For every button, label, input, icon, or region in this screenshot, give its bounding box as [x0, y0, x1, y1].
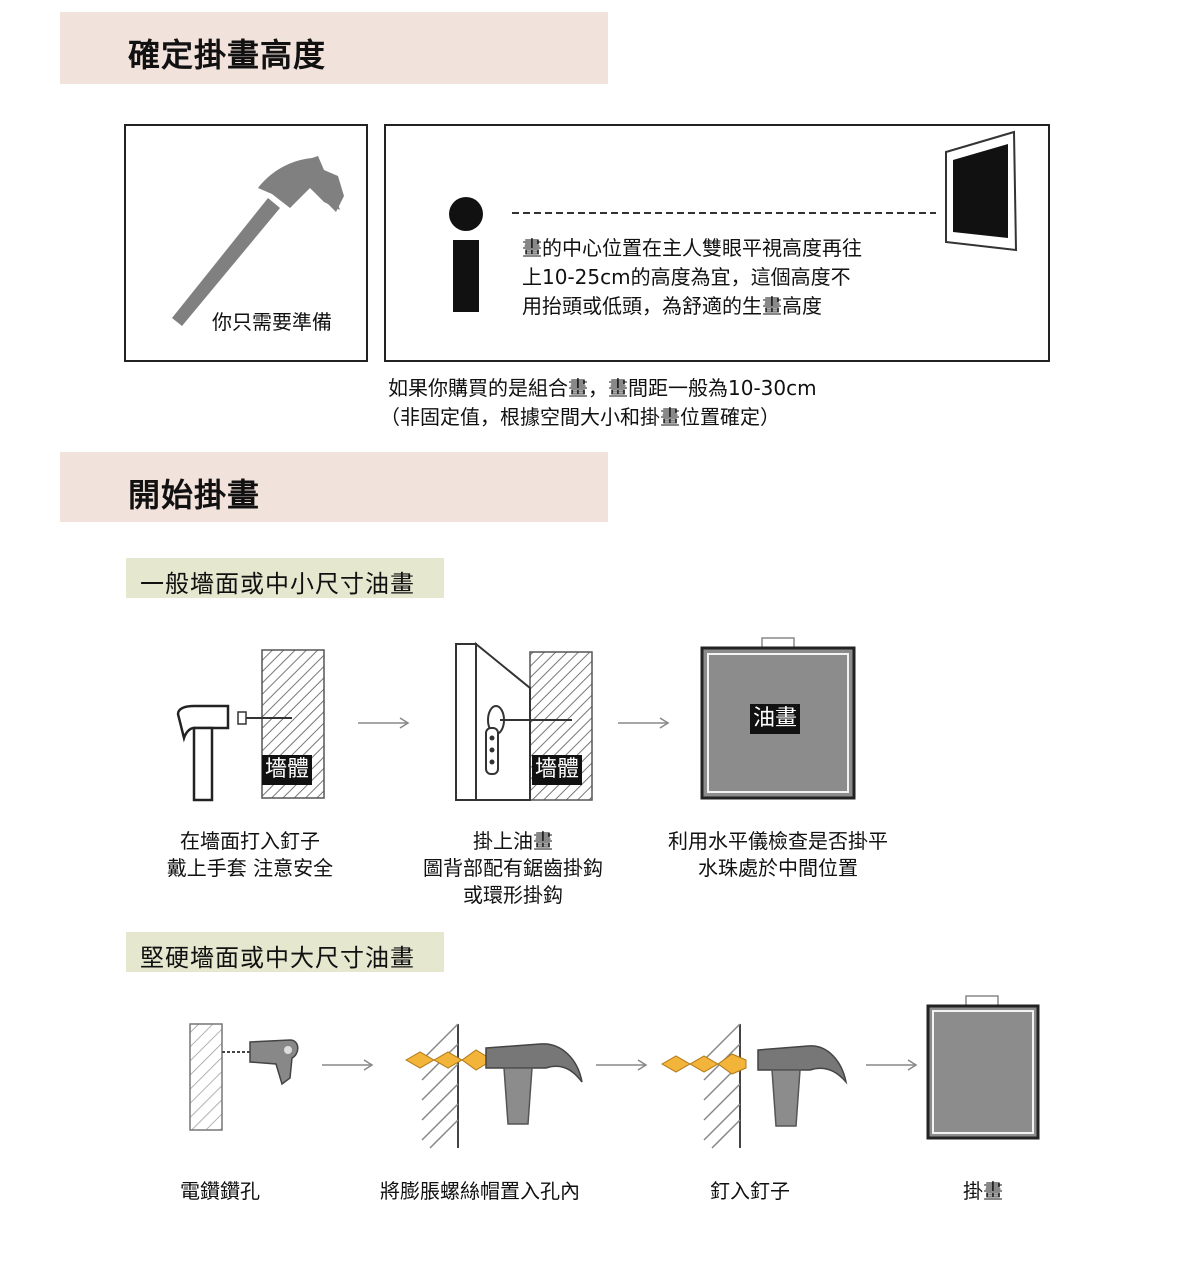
- info-icon: [449, 197, 483, 312]
- hammer-icon: [172, 156, 344, 326]
- arrow-right-icon: [322, 1059, 374, 1071]
- step2-caption: 掛上油畫 圖背部配有鋸齒掛鈎 或環形掛鈎: [398, 828, 628, 909]
- section-header-hanging: [60, 452, 608, 522]
- step1-caption-line-1: 在墻面打入釘子: [180, 829, 320, 853]
- subheader-general: [126, 558, 444, 598]
- arrow-right-icon: [866, 1059, 918, 1071]
- prepare-label: 你只需要準備: [212, 310, 332, 334]
- step3-caption-line-1: 利用水平儀檢查是否掛平: [668, 829, 888, 853]
- subheader-hard-title: 堅硬墻面或中大尺寸油畫: [140, 944, 415, 972]
- step1-caption-line-2: 戴上手套 注意安全: [166, 856, 334, 880]
- info-line-2: 上10-25cm的高度為宜，這個高度不: [522, 265, 851, 289]
- hard-step2-label: 將膨脹螺絲帽置入孔內: [380, 1179, 580, 1203]
- step2-caption-line-3: 或環形掛鈎: [463, 883, 563, 907]
- wall-anchor-icon: [404, 1023, 583, 1149]
- info-box: [384, 124, 1050, 362]
- step2-caption-line-2: 圖背部配有鋸齒掛鈎: [423, 856, 603, 880]
- section-title-hanging: 開始掛畫: [128, 476, 261, 514]
- section-title-height: 確定掛畫高度: [128, 36, 327, 74]
- step1-caption: 在墻面打入釘子 戴上手套 注意安全: [140, 828, 360, 882]
- picture-frame-icon: [945, 130, 1018, 252]
- group-note-line-1: 如果你購買的是組合畫，畫間距一般為10-30cm: [388, 376, 817, 400]
- step3-caption: 利用水平儀檢查是否掛平 水珠處於中間位置: [648, 828, 908, 882]
- info-line-3: 用抬頭或低頭，為舒適的生畫高度: [522, 294, 822, 318]
- hard-step4-label: 掛畫: [963, 1179, 1003, 1203]
- wall-label-2: 墻體: [532, 755, 583, 785]
- hard-step1-label: 電鑽鑽孔: [180, 1179, 260, 1203]
- drill-icon: [189, 1023, 299, 1131]
- hung-painting-final: [926, 995, 1040, 1140]
- arrow-right-icon: [618, 717, 670, 729]
- step2-caption-line-1: 掛上油畫: [473, 829, 553, 853]
- arrow-right-icon: [358, 717, 410, 729]
- subheader-general-title: 一般墻面或中小尺寸油畫: [140, 570, 415, 598]
- wall-label-1: 墻體: [262, 755, 313, 785]
- hard-step3-label: 釘入釘子: [710, 1179, 790, 1203]
- nail-anchor-icon: [660, 1023, 848, 1149]
- group-note-line-2: （非固定值，根據空間大小和掛畫位置確定）: [380, 405, 780, 429]
- subheader-hard: [126, 932, 444, 972]
- arrow-right-icon: [596, 1059, 648, 1071]
- painting-label: 油畫: [750, 704, 801, 734]
- step3-caption-line-2: 水珠處於中間位置: [698, 856, 858, 880]
- section-header-height: [60, 12, 608, 84]
- eye-level-dash-line: [512, 212, 936, 214]
- info-line-1: 畫的中心位置在主人雙眼平視高度再往: [522, 236, 862, 260]
